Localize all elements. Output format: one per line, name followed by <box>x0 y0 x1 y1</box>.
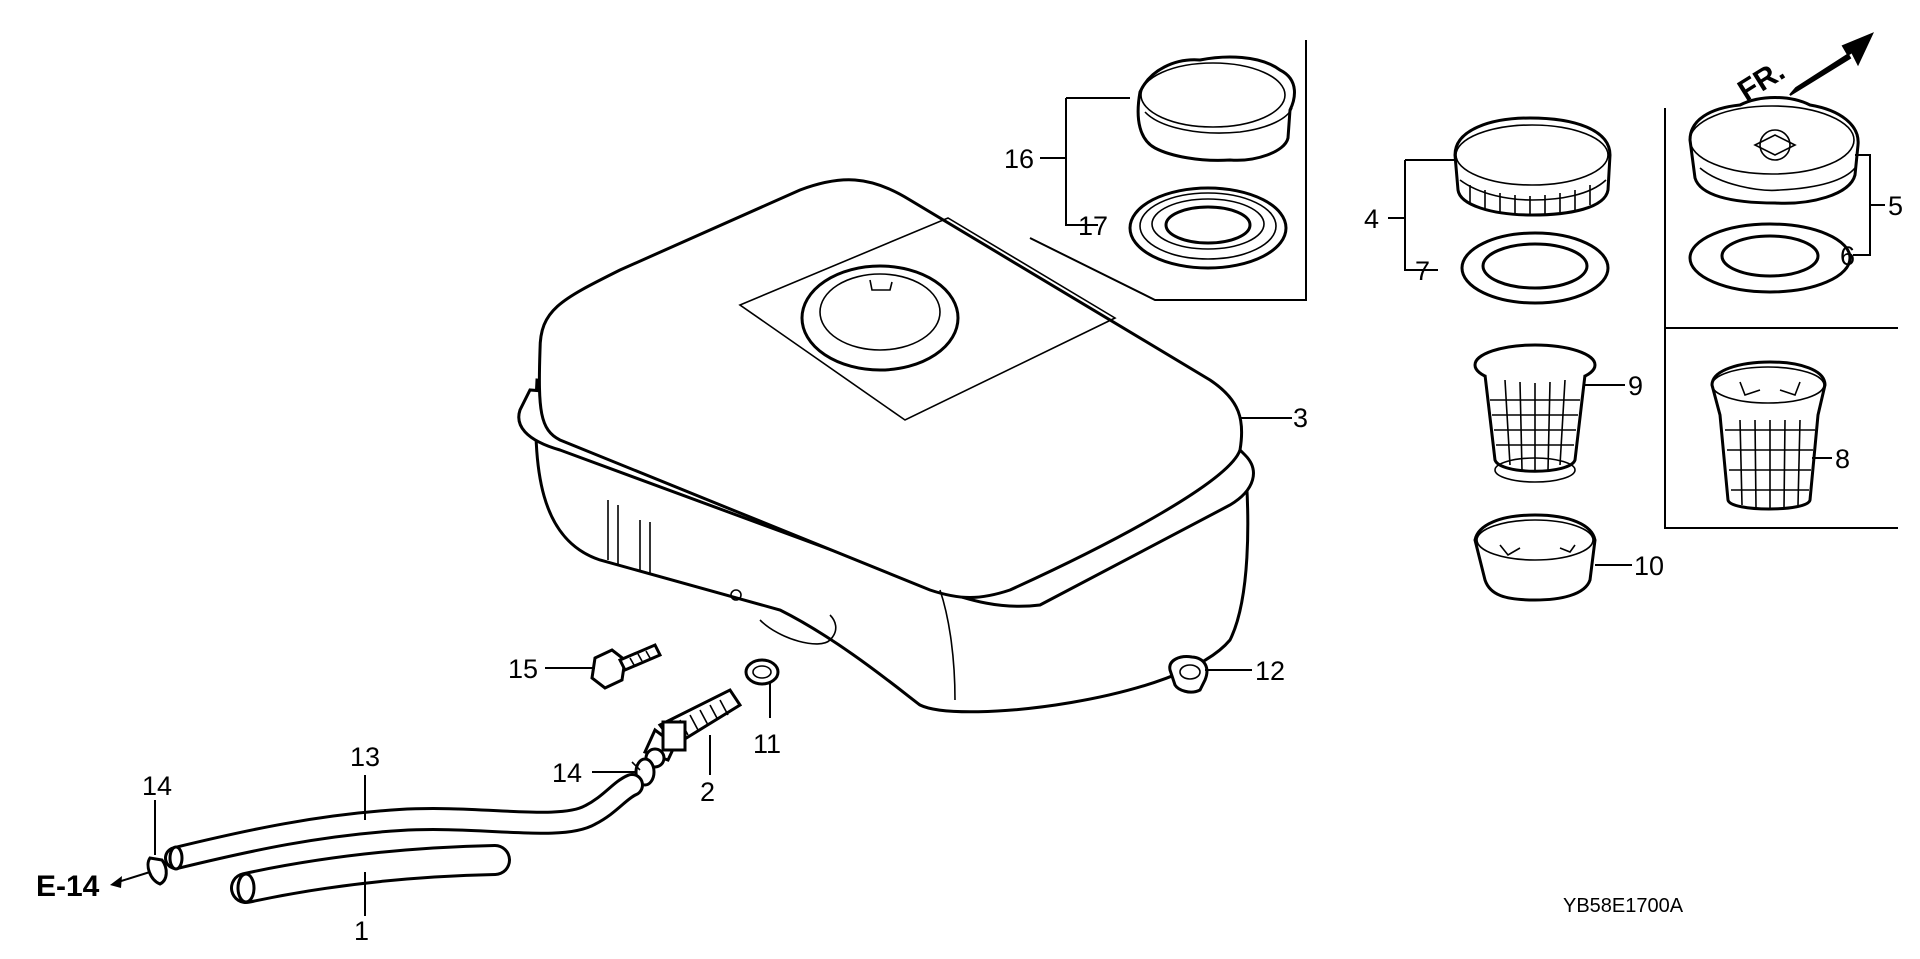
label-8: 8 <box>1835 444 1850 474</box>
o-ring-11 <box>744 658 780 686</box>
seal-17 <box>1128 186 1288 270</box>
tube-1 <box>230 844 511 904</box>
label-6: 6 <box>1840 241 1855 271</box>
fuel-valve-2 <box>642 688 743 769</box>
label-14-valve: 14 <box>552 758 582 788</box>
clip-14-left <box>146 856 168 886</box>
bolt-15 <box>590 643 663 690</box>
gasket-7 <box>1460 231 1610 305</box>
strainer-8 <box>1710 360 1827 511</box>
label-4: 4 <box>1364 204 1379 234</box>
bracket-16-17 <box>1065 98 1098 226</box>
cap-4 <box>1453 116 1612 217</box>
label-2: 2 <box>700 777 715 807</box>
label-17: 17 <box>1078 211 1108 241</box>
label-16: 16 <box>1004 144 1034 174</box>
label-7: 7 <box>1415 256 1430 286</box>
cap-5 <box>1688 96 1860 205</box>
label-1: 1 <box>354 916 369 946</box>
strainer-9 <box>1473 343 1597 483</box>
gasket-6 <box>1688 222 1852 294</box>
front-arrow-icon <box>1789 32 1874 96</box>
label-10: 10 <box>1634 551 1664 581</box>
label-15: 15 <box>508 654 538 684</box>
label-12: 12 <box>1255 656 1285 686</box>
reference-arrow-icon <box>110 871 151 888</box>
fuel-tube-13 <box>164 773 644 871</box>
fuel-tank-3 <box>517 178 1255 714</box>
label-3: 3 <box>1293 403 1308 433</box>
label-11: 11 <box>753 729 781 759</box>
label-13: 13 <box>350 742 380 772</box>
ring-10 <box>1473 513 1597 602</box>
label-5: 5 <box>1888 191 1903 221</box>
plug-12 <box>1168 655 1209 694</box>
label-9: 9 <box>1628 371 1643 401</box>
reference-label: E-14 <box>36 870 100 903</box>
diagram-code: YB58E1700A <box>1563 895 1684 917</box>
label-14-left: 14 <box>142 771 172 801</box>
cap-16 <box>1136 55 1296 162</box>
cap16-frame <box>1029 40 1307 301</box>
